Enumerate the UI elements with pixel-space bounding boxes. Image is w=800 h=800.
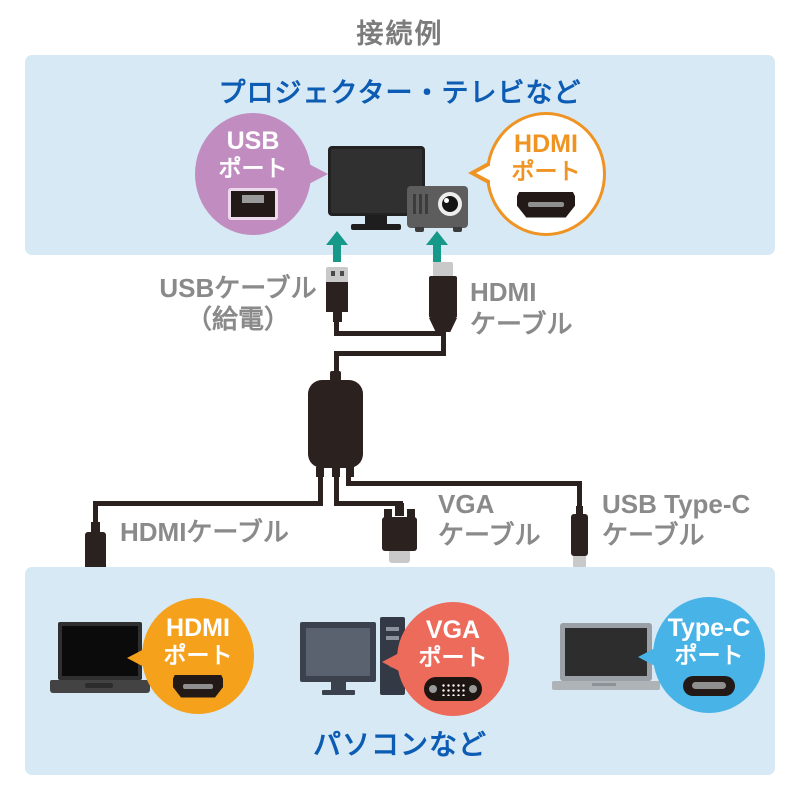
typec-port-bubble: Type-C ポート bbox=[638, 597, 765, 713]
hdmi-port-icon-bottom bbox=[173, 674, 223, 698]
vga-bubble-label-line1: VGA bbox=[425, 616, 481, 644]
typec-bubble-label-line1: Type-C bbox=[667, 613, 751, 642]
typec-bubble-label-line2: ポート bbox=[674, 641, 744, 668]
vga-port-bubble: VGA ポート bbox=[382, 602, 509, 716]
usb-a-port-icon bbox=[228, 188, 278, 220]
hdmi-port-bubble-bottom: HDMI ポート bbox=[127, 598, 254, 714]
top-band-title: プロジェクター・テレビなど bbox=[218, 78, 582, 108]
hdmi-bottom-label-line1: HDMI bbox=[166, 613, 230, 642]
hdmi-bubble-tail-inner bbox=[476, 164, 493, 182]
arrow-up-usb bbox=[326, 231, 348, 262]
hdmi-bottom-label-line2: ポート bbox=[163, 641, 233, 668]
usb-bubble-label-line2: ポート bbox=[218, 155, 288, 181]
vga-port-icon bbox=[424, 677, 482, 701]
hdmi-cable-label-bottom: HDMIケーブル bbox=[120, 517, 289, 547]
projector-tv-band: プロジェクター・テレビなど USB ポート bbox=[25, 55, 775, 255]
usb-bubble-label-line1: USB bbox=[226, 127, 280, 155]
vga-bubble-label-line2: ポート bbox=[418, 644, 488, 670]
page-title: 接続例 bbox=[356, 19, 444, 49]
usb-bubble-tail bbox=[307, 163, 328, 185]
hdmi-bottom-bubble-tail bbox=[127, 648, 146, 668]
hdmi-bubble-label-line2: ポート bbox=[511, 157, 581, 184]
typec-bubble-tail bbox=[638, 647, 657, 667]
usb-power-cable-label: USBケーブル （給電） bbox=[159, 273, 317, 334]
hdmi-port-bubble-top: HDMI ポート bbox=[468, 112, 606, 236]
pc-band: HDMI ポート VGA ポート bbox=[25, 567, 775, 775]
hdmi-port-icon-top bbox=[517, 191, 575, 218]
hdmi-cable-label-top: HDMI ケーブル bbox=[470, 277, 573, 339]
typec-port-icon bbox=[683, 675, 735, 696]
usb-port-bubble: USB ポート bbox=[195, 113, 328, 235]
bottom-band-title: パソコンなど bbox=[312, 729, 487, 760]
vga-cable-label: VGA ケーブル bbox=[438, 489, 541, 550]
usb-typec-cable-label: USB Type-C ケーブル bbox=[602, 489, 751, 550]
hdmi-bubble-label-line1: HDMI bbox=[514, 129, 578, 158]
arrow-up-hdmi bbox=[426, 231, 448, 262]
vga-bubble-tail bbox=[382, 652, 401, 672]
